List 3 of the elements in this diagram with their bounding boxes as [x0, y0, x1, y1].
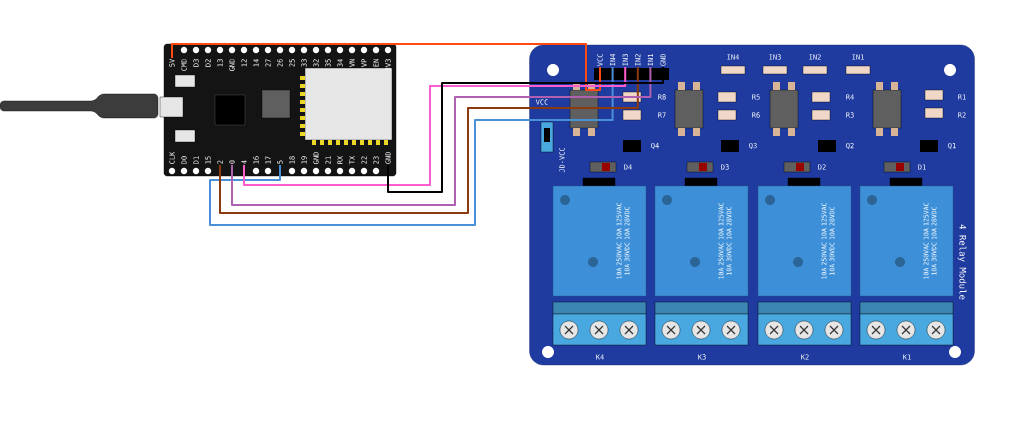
- wire: [387, 66, 664, 193]
- wire: [243, 66, 627, 186]
- wire: [171, 43, 601, 91]
